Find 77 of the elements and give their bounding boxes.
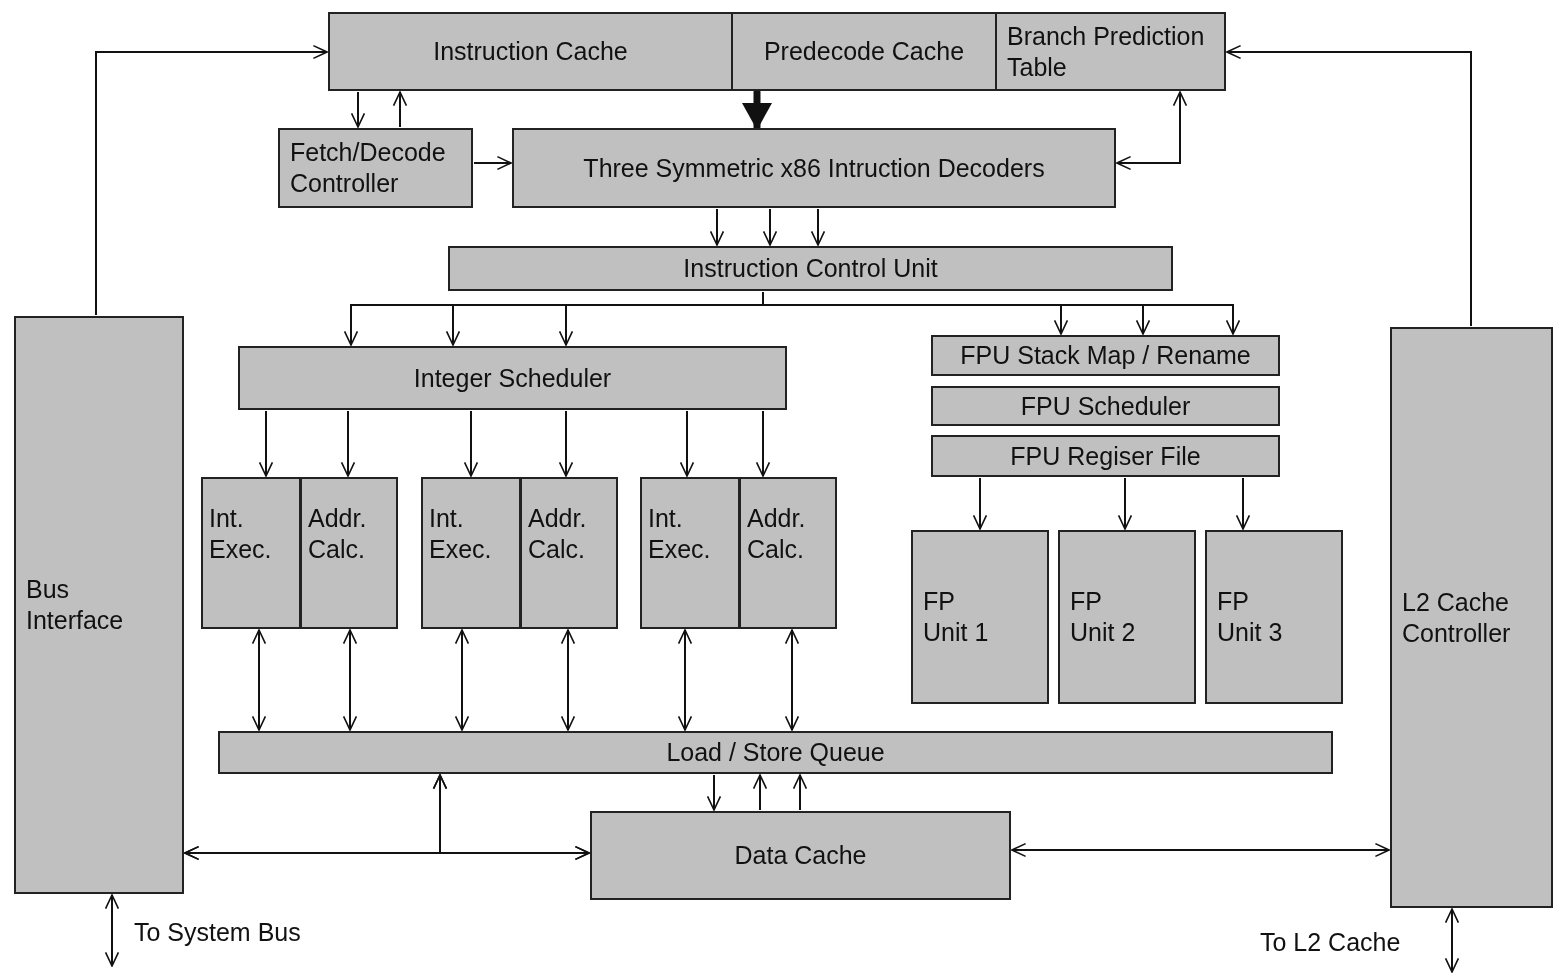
arrow (473, 155, 512, 171)
unit-box (300, 477, 398, 629)
arrow (709, 208, 725, 246)
unit-label: L2 Cache Controller (1402, 586, 1512, 649)
unit-box (911, 530, 1049, 704)
unit-label: Data Cache (734, 840, 867, 871)
unit-box (640, 477, 740, 629)
arrow (755, 410, 771, 477)
arrow (1235, 477, 1251, 530)
arrow (258, 410, 274, 477)
unit-box (14, 316, 184, 894)
unit-box (1058, 530, 1196, 704)
arrow (792, 774, 808, 811)
unit-label: Int. Exec. (209, 503, 273, 565)
unit-label: FPU Scheduler (1020, 390, 1191, 422)
arrow (679, 410, 695, 477)
arrow (560, 629, 576, 731)
unit-box (328, 12, 733, 91)
unit-label: FP Unit 3 (1217, 586, 1284, 648)
arrow (784, 629, 800, 731)
arrow (1117, 477, 1133, 530)
unit-box (218, 731, 1333, 774)
arrow (1116, 91, 1188, 171)
arrow (762, 208, 778, 246)
unit-box (590, 811, 1011, 900)
unit-box (278, 128, 473, 208)
unit-box (512, 128, 1116, 208)
unit-box (520, 477, 618, 629)
unit-box (1390, 327, 1553, 908)
arrow (432, 774, 590, 861)
unit-label: Addr. Calc. (747, 503, 807, 565)
unit-box (1205, 530, 1343, 704)
arrow (342, 629, 358, 731)
arrow (1226, 44, 1472, 327)
arrow (706, 774, 722, 811)
arrow (463, 410, 479, 477)
unit-label: Predecode Cache (763, 36, 965, 67)
unit-box (931, 335, 1280, 376)
arrow (1444, 908, 1460, 973)
unit-label: Bus Interface (26, 574, 125, 636)
unit-label: FP Unit 2 (1070, 586, 1137, 648)
arrow (558, 410, 574, 477)
arrow (454, 629, 470, 731)
unit-box (739, 477, 837, 629)
arrow (810, 208, 826, 246)
unit-label: Load / Store Queue (666, 737, 885, 768)
unit-label: FP Unit 1 (923, 586, 990, 648)
unit-box (995, 12, 1226, 91)
unit-label: Addr. Calc. (528, 503, 588, 565)
unit-box (931, 386, 1280, 426)
arrow (1011, 842, 1390, 858)
unit-label: FPU Regiser File (1010, 440, 1201, 472)
arrow (340, 410, 356, 477)
unit-box (421, 477, 521, 629)
arrow (104, 894, 120, 967)
unit-label: Addr. Calc. (308, 503, 368, 565)
arrow (251, 629, 267, 731)
unit-label: Three Symmetric x86 Intruction Decoders (583, 152, 1045, 184)
unit-box (448, 246, 1173, 291)
arrow (95, 44, 328, 316)
unit-label: Instruction Control Unit (683, 253, 938, 284)
unit-label: Branch Prediction Table (1007, 20, 1206, 83)
arrow (972, 477, 988, 530)
unit-box (238, 346, 787, 410)
unit-label: Int. Exec. (429, 503, 493, 565)
unit-box (201, 477, 301, 629)
unit-label: Instruction Cache (433, 36, 628, 67)
arrow (752, 774, 768, 811)
unit-label: FPU Stack Map / Rename (960, 340, 1251, 371)
arrow (350, 91, 366, 128)
unit-box (731, 12, 997, 91)
unit-label: Fetch/Decode Controller (290, 137, 447, 199)
unit-label: Integer Scheduler (413, 362, 612, 394)
unit-label: Int. Exec. (648, 503, 712, 565)
unit-box (931, 435, 1280, 477)
arrow (392, 91, 408, 128)
arrow (677, 629, 693, 731)
